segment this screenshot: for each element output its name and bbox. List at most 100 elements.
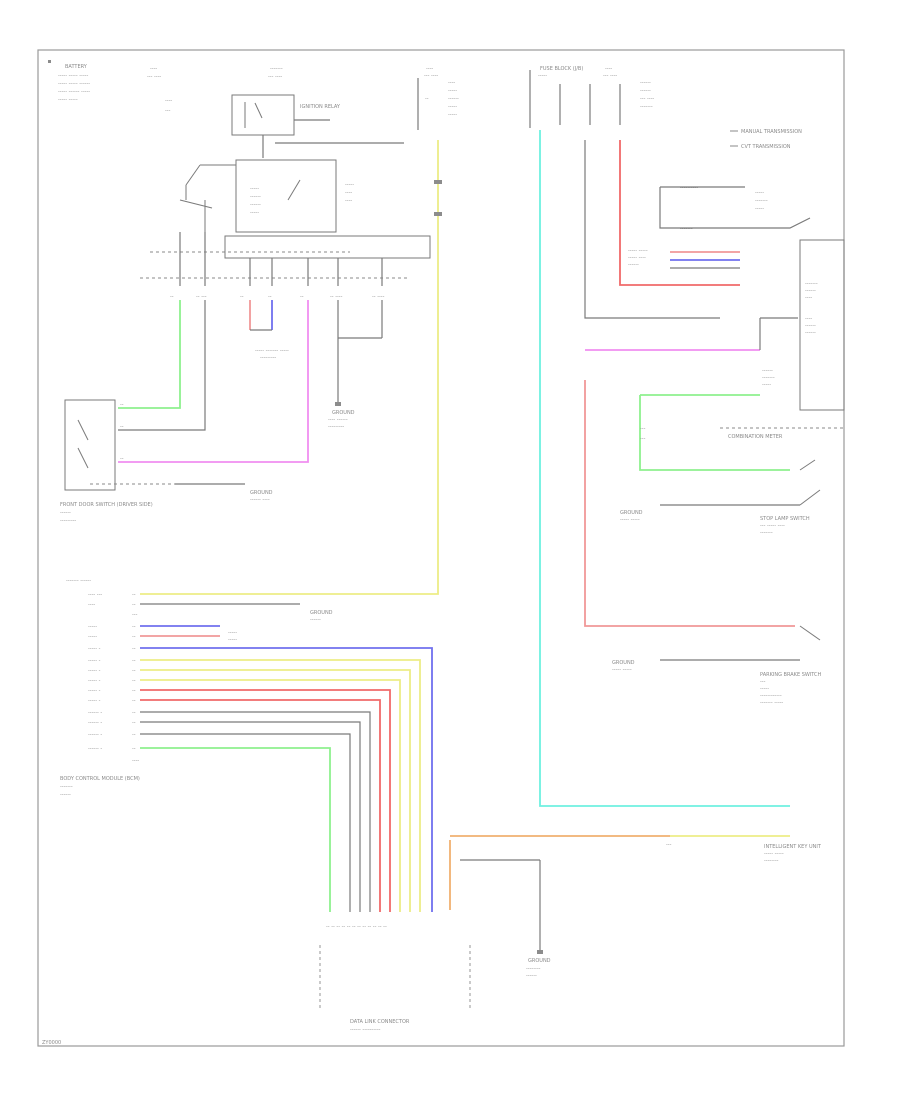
legend-item-2: CVT TRANSMISSION [741, 144, 791, 150]
svg-text:------: ------ [448, 96, 459, 102]
svg-text:-----: ----- [448, 112, 457, 118]
svg-text:----- -----: ----- ----- [620, 517, 640, 523]
svg-text:-- ---: -- --- [196, 294, 207, 300]
svg-text:----- -: ----- - [88, 646, 101, 652]
switch-cluster: ----- ------ ------ ----- ----- ---- ---… [140, 159, 431, 279]
svg-text:---- ------: ---- ------ [328, 417, 348, 423]
svg-text:------: ------ [805, 288, 816, 294]
svg-text:----: ---- [150, 66, 157, 72]
svg-text:--- ----- ----: --- ----- ---- [760, 523, 785, 529]
ground-label-5: GROUND [310, 610, 333, 616]
svg-text:-----: ----- [345, 182, 354, 188]
svg-text:------ -: ------ - [88, 732, 102, 738]
svg-text:------: ------ [640, 80, 651, 86]
svg-text:-------: ------- [270, 66, 283, 72]
top-left-labels: BATTERY ----- ----- ----- ----- ----- --… [48, 60, 283, 114]
svg-text:-------: ------- [762, 375, 775, 381]
svg-text:---------: --------- [328, 424, 344, 430]
svg-text:----: ---- [605, 66, 612, 72]
svg-text:--- ----: --- ---- [147, 74, 161, 80]
svg-text:------: ------ [628, 262, 639, 268]
svg-text:-------: ------- [640, 104, 653, 110]
data-link-connector-label: DATA LINK CONNECTOR [350, 1019, 410, 1025]
svg-text:----: ---- [805, 295, 812, 301]
svg-text:----- ----- -----: ----- ----- ----- [58, 73, 88, 79]
svg-text:--- ----: --- ---- [603, 73, 617, 79]
svg-text:--: -- [268, 294, 272, 300]
fuse-block-center: ---- --- ---- ---- ----- ------ ----- --… [417, 66, 459, 130]
svg-text:--: -- [132, 698, 136, 704]
svg-text:-------: ------- [760, 530, 773, 536]
svg-text:---: --- [165, 108, 171, 114]
svg-text:--: -- [132, 592, 136, 598]
ground-label-1: GROUND [332, 410, 355, 416]
ground-label-6: GROUND [528, 958, 551, 964]
svg-text:-----: ----- [250, 186, 259, 192]
svg-text:-----: ----- [250, 210, 259, 216]
svg-text:----: ---- [88, 602, 95, 608]
parking-brake-label: PARKING BRAKE SWITCH [760, 672, 822, 678]
svg-text:----- -: ----- - [88, 698, 101, 704]
svg-text:------: ------ [310, 617, 321, 623]
svg-text:------: ------ [526, 973, 537, 979]
svg-text:--: -- [425, 96, 429, 102]
intelligent-key-label: INTELLIGENT KEY UNIT [764, 844, 822, 850]
legend: MANUAL TRANSMISSION CVT TRANSMISSION [730, 129, 802, 150]
svg-text:--: -- [170, 294, 174, 300]
svg-text:--: -- [132, 602, 136, 608]
svg-text:----- -----: ----- ----- [764, 851, 784, 857]
svg-text:--: -- [240, 294, 244, 300]
svg-text:---- ---: ---- --- [88, 592, 102, 598]
label-battery-feed: BATTERY [65, 64, 88, 70]
svg-text:----- -: ----- - [88, 668, 101, 674]
svg-text:----: ---- [426, 66, 433, 72]
bcm-pins: ---- ----- ------ --- ------- ------- --… [88, 592, 139, 764]
svg-text:---: --- [640, 426, 646, 432]
svg-text:--------: -------- [764, 858, 779, 864]
svg-text:--: -- [132, 678, 136, 684]
svg-text:----- -----: ----- ----- [628, 248, 648, 254]
svg-text:-----: ----- [88, 624, 97, 630]
svg-text:--- ----: --- ---- [268, 74, 282, 80]
svg-text:---: --- [132, 612, 138, 618]
svg-text:--: -- [132, 688, 136, 694]
joint-connector-label: ----- ------- ----- [255, 348, 289, 354]
svg-text:------: ------ [805, 330, 816, 336]
svg-text:-----: ----- [448, 104, 457, 110]
parking-brake-switch: GROUND ----- ----- PARKING BRAKE SWITCH … [612, 625, 822, 706]
svg-text:---: --- [760, 679, 766, 685]
svg-text:----- ----- ------: ----- ----- ------ [58, 81, 90, 87]
svg-text:--: -- [132, 634, 136, 640]
svg-text:-------: ------- [680, 226, 693, 232]
svg-text:-----: ----- [762, 382, 771, 388]
svg-text:-------: ------- [60, 784, 73, 790]
svg-text:------ -: ------ - [88, 710, 102, 716]
svg-text:----- -: ----- - [88, 678, 101, 684]
legend-item-1: MANUAL TRANSMISSION [741, 129, 802, 135]
svg-text:------: ------ [762, 368, 773, 374]
svg-text:------ ----: ------ ---- [250, 497, 270, 503]
fuse-block-label: FUSE BLOCK (J/B) [540, 66, 583, 72]
ignition-relay-label: IGNITION RELAY [300, 104, 341, 110]
svg-text:-----: ----- [228, 637, 237, 643]
svg-text:--- ----: --- ---- [424, 73, 438, 79]
svg-text:--------: -------- [526, 966, 541, 972]
svg-text:--: -- [132, 710, 136, 716]
svg-text:------: ------ [640, 88, 651, 94]
ground-label-3: GROUND [620, 510, 643, 516]
svg-text:------: ------ [60, 510, 71, 516]
svg-text:-----: ----- [448, 88, 457, 94]
ecm-block: ---------- ----- ------- ----- ------- -… [659, 185, 845, 440]
svg-text:------: ------ [250, 202, 261, 208]
stop-lamp-label: STOP LAMP SWITCH [760, 516, 810, 522]
combination-meter-label: COMBINATION METER [728, 434, 783, 440]
svg-text:---------: --------- [260, 355, 276, 361]
svg-text:----: ---- [132, 758, 139, 764]
svg-text:------ -: ------ - [88, 720, 102, 726]
svg-text:---: --- [666, 842, 672, 848]
fuse-block-right: FUSE BLOCK (J/B) ----- ---- --- ---- ---… [529, 66, 654, 128]
svg-text:---------: --------- [60, 518, 76, 524]
svg-text:----- -: ----- - [88, 688, 101, 694]
svg-text:------ -: ------ - [88, 746, 102, 752]
